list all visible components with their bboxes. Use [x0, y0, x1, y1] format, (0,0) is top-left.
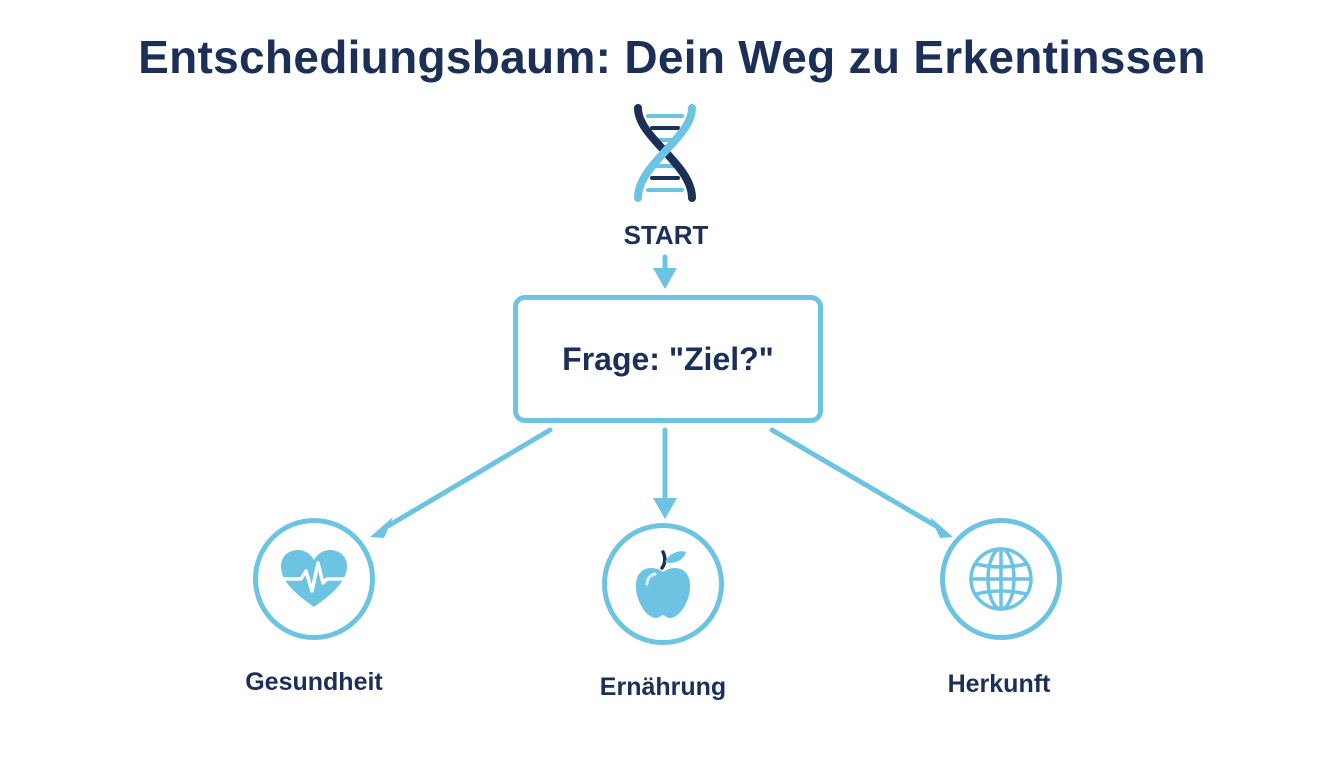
heart-pulse-icon — [281, 550, 347, 607]
start-label: START — [623, 220, 709, 250]
option-node-herkunft: Herkunft — [940, 518, 1062, 698]
arrowhead-ernaehrung — [653, 498, 677, 519]
option-label-herkunft: Herkunft — [947, 670, 1051, 698]
option-label-ernaehrung: Ernährung — [599, 673, 727, 701]
apple-icon — [635, 550, 691, 618]
option-circle-gesundheit — [253, 518, 375, 640]
option-label-gesundheit: Gesundheit — [245, 668, 383, 696]
question-text: Frage: "Ziel?" — [562, 340, 774, 377]
arrow-to-herkunft — [769, 427, 939, 529]
arrow-to-gesundheit — [385, 427, 553, 529]
arrowhead-start — [653, 268, 677, 289]
option-circle-herkunft — [940, 518, 1062, 640]
page-title: Entschediungsbaum: Dein Weg zu Erkentins… — [138, 31, 1206, 83]
option-circle-ernaehrung — [602, 523, 724, 645]
dna-icon — [634, 104, 696, 202]
option-node-ernaehrung: Ernährung — [600, 523, 726, 701]
question-node: Frage: "Ziel?" — [513, 295, 823, 423]
arrowhead-gesundheit — [370, 517, 393, 538]
globe-icon — [969, 547, 1033, 611]
option-node-gesundheit: Gesundheit — [245, 518, 383, 696]
arrowhead-herkunft — [930, 517, 953, 538]
